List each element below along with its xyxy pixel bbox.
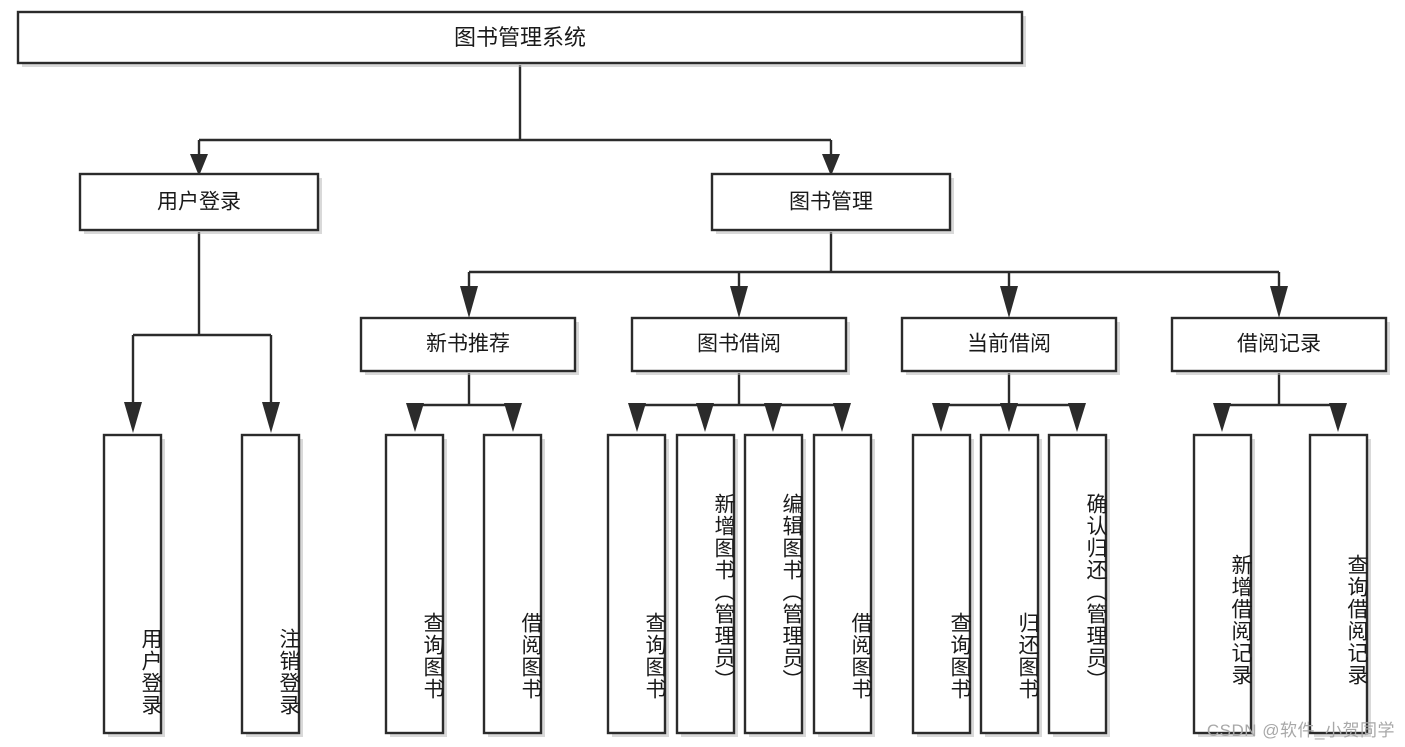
arrow-to-leaf-borrow-book-1: [504, 403, 522, 432]
arrow-to-leaf-logout-login: [262, 402, 280, 433]
arrow-to-current-borrow: [1000, 286, 1018, 318]
arrow-to-book-borrow: [730, 286, 748, 318]
node-user-login-label: 用户登录: [157, 191, 241, 214]
arrow-to-borrow-record: [1270, 286, 1288, 318]
node-borrow-record-rect[interactable]: [1170, 316, 1388, 373]
leaf-query-book-1-rect[interactable]: [384, 433, 445, 735]
node-user-login[interactable]: 用户登录: [78, 172, 322, 234]
node-new-book-recommend-label: 新书推荐: [426, 333, 510, 356]
leaf-add-record-rect[interactable]: [1192, 433, 1253, 735]
leaf-borrow-book-1-rect[interactable]: [482, 433, 543, 735]
arrow-to-leaf-confirm-return: [1068, 403, 1086, 432]
node-user-login-rect[interactable]: [78, 172, 320, 232]
connectors-group: [124, 65, 1347, 433]
arrow-to-leaf-borrow-book-2: [833, 403, 851, 432]
node-root-label: 图书管理系统: [454, 25, 586, 50]
arrow-to-leaf-query-record: [1329, 403, 1347, 432]
leaf-logout-login-rect[interactable]: [240, 433, 301, 735]
leaf-user-login-rect[interactable]: [102, 433, 163, 735]
arrow-to-leaf-user-login: [124, 402, 142, 433]
node-book-borrow-label: 图书借阅: [697, 333, 781, 356]
leaf-add-book-rect[interactable]: [675, 433, 736, 735]
arrow-to-leaf-edit-book: [764, 403, 782, 432]
node-current-borrow-label: 当前借阅: [967, 333, 1051, 356]
leaf-query-book-2-rect[interactable]: [606, 433, 667, 735]
node-root-rect[interactable]: [16, 10, 1024, 65]
arrow-to-leaf-query-book-3: [932, 403, 950, 432]
node-borrow-record-label: 借阅记录: [1237, 333, 1321, 356]
arrow-to-user-login: [190, 154, 208, 176]
node-new-book-recommend-rect[interactable]: [359, 316, 577, 373]
leaf-boxes-group: [102, 433, 1371, 737]
leaf-borrow-book-2-rect[interactable]: [812, 433, 873, 735]
arrow-to-leaf-add-record: [1213, 403, 1231, 432]
arrow-to-leaf-query-book-1: [406, 403, 424, 432]
node-book-manage-label: 图书管理: [789, 191, 873, 214]
leaf-edit-book-rect[interactable]: [743, 433, 804, 735]
leaf-query-record-rect[interactable]: [1308, 433, 1369, 735]
arrow-to-leaf-query-book-2: [628, 403, 646, 432]
node-current-borrow[interactable]: 当前借阅: [900, 316, 1120, 375]
node-current-borrow-rect[interactable]: [900, 316, 1118, 373]
arrow-to-new-book-recommend: [460, 286, 478, 318]
leaf-confirm-return-rect[interactable]: [1047, 433, 1108, 735]
watermark-text: CSDN @软件_小贺同学: [1206, 721, 1395, 740]
node-borrow-record[interactable]: 借阅记录: [1170, 316, 1390, 375]
arrow-to-leaf-add-book: [696, 403, 714, 432]
leaf-return-book-rect[interactable]: [979, 433, 1040, 735]
node-book-manage-rect[interactable]: [710, 172, 952, 232]
node-book-borrow-rect[interactable]: [630, 316, 848, 373]
node-book-manage[interactable]: 图书管理: [710, 172, 954, 234]
arrow-to-leaf-return-book: [1000, 403, 1018, 432]
node-new-book-recommend[interactable]: 新书推荐: [359, 316, 579, 375]
node-root[interactable]: 图书管理系统: [16, 10, 1026, 67]
node-book-borrow[interactable]: 图书借阅: [630, 316, 850, 375]
arrow-to-book-manage: [822, 154, 840, 176]
leaf-query-book-3-rect[interactable]: [911, 433, 972, 735]
